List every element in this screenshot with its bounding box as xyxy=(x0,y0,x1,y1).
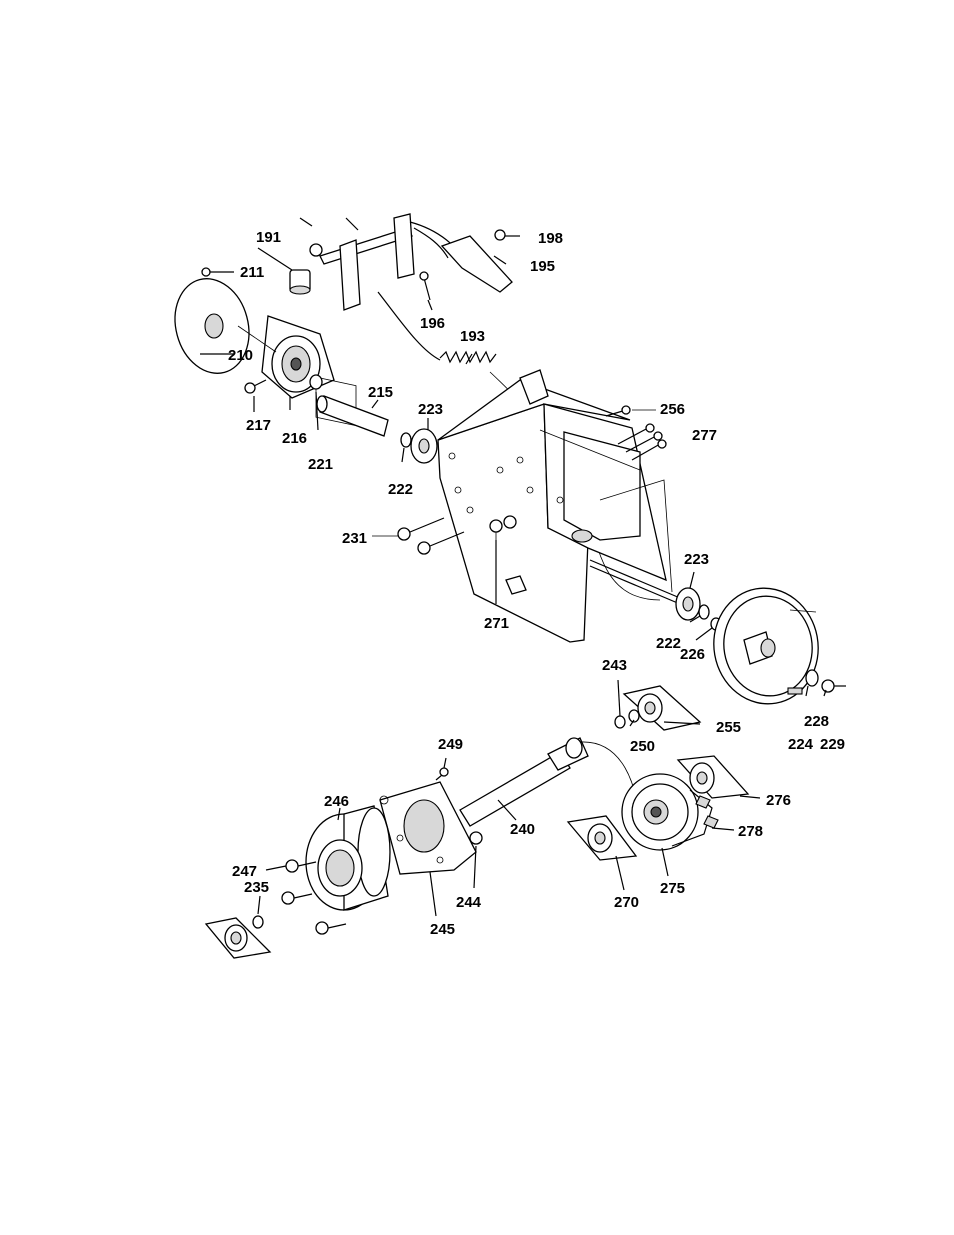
part-210-drive-disc xyxy=(165,270,259,381)
part-222-washer-upper xyxy=(401,433,411,447)
label-243: 243 xyxy=(602,657,627,674)
label-210: 210 xyxy=(228,347,253,364)
part-231-bolts xyxy=(372,518,464,554)
label-235: 235 xyxy=(244,879,269,896)
label-271: 271 xyxy=(484,615,509,632)
part-244-nut xyxy=(470,832,482,844)
part-245-housing-plate xyxy=(380,782,476,874)
label-278: 278 xyxy=(738,823,763,840)
label-196: 196 xyxy=(420,315,445,332)
drive-pulley xyxy=(705,580,828,712)
label-223-lower: 223 xyxy=(684,551,709,568)
label-191: 191 xyxy=(256,229,281,246)
label-229: 229 xyxy=(820,736,845,753)
label-270: 270 xyxy=(614,894,639,911)
label-247: 247 xyxy=(232,863,257,880)
part-223-bearing-lower xyxy=(676,588,700,620)
label-245: 245 xyxy=(430,921,455,938)
part-235-washer xyxy=(253,916,263,928)
label-231: 231 xyxy=(342,530,367,547)
label-211: 211 xyxy=(240,264,264,281)
label-198: 198 xyxy=(538,230,563,247)
label-195: 195 xyxy=(530,258,555,275)
label-222-upper: 222 xyxy=(388,481,413,498)
part-249-pin xyxy=(436,768,448,780)
label-216: 216 xyxy=(282,430,307,447)
label-228: 228 xyxy=(804,713,829,730)
label-256: 256 xyxy=(660,401,685,418)
part-223-bearing-upper xyxy=(411,429,437,463)
part-224-key xyxy=(788,688,802,694)
label-277: 277 xyxy=(692,427,717,444)
part-246-impeller xyxy=(306,796,390,910)
label-222-lower: 222 xyxy=(656,635,681,652)
part-215-shaft xyxy=(317,396,388,436)
label-221: 221 xyxy=(308,456,333,473)
part-243-nut xyxy=(615,716,625,728)
label-224: 224 xyxy=(788,736,814,753)
part-211-fitting xyxy=(202,268,234,276)
part-196-screw xyxy=(420,272,430,300)
label-215: 215 xyxy=(368,384,393,401)
label-226: 226 xyxy=(680,646,705,663)
part-221-washer xyxy=(310,375,322,389)
label-275: 275 xyxy=(660,880,685,897)
part-275-sprocket xyxy=(622,774,698,850)
label-249: 249 xyxy=(438,736,463,753)
label-255: 255 xyxy=(716,719,741,736)
part-240-axle xyxy=(460,738,588,826)
label-193: 193 xyxy=(460,328,485,345)
control-linkage xyxy=(300,214,520,310)
label-240: 240 xyxy=(510,821,535,838)
label-223-upper: 223 xyxy=(418,401,443,418)
label-250: 250 xyxy=(630,738,655,755)
label-246: 246 xyxy=(324,793,349,810)
label-276: 276 xyxy=(766,792,791,809)
label-244: 244 xyxy=(456,894,482,911)
frame-plate xyxy=(438,370,672,642)
label-217: 217 xyxy=(246,417,271,434)
part-228-washer xyxy=(806,670,818,686)
part-191-bushing xyxy=(290,244,322,294)
part-217-screw xyxy=(245,380,266,393)
part-222-washer-lower xyxy=(699,605,709,619)
